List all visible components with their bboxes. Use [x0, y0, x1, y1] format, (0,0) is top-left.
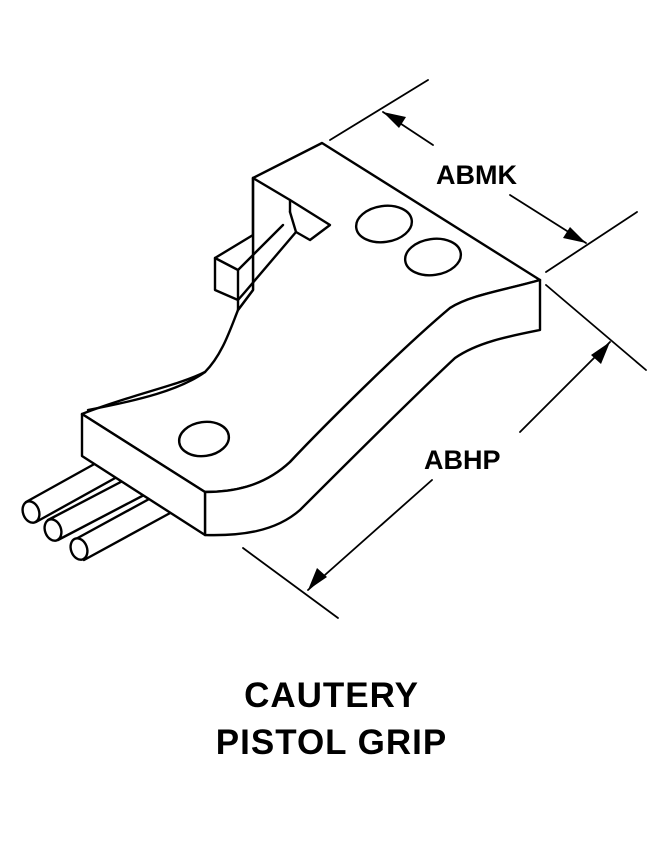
extension-line — [242, 547, 339, 619]
arrowhead — [308, 568, 327, 590]
dimension-label-abmk: ABMK — [434, 160, 519, 190]
grip-body — [80, 141, 542, 537]
dimension-line — [307, 479, 433, 591]
part-title: CAUTERY PISTOL GRIP — [0, 672, 663, 766]
dimension-abmk — [329, 79, 638, 273]
extension-line — [545, 284, 647, 371]
extension-line — [329, 79, 429, 141]
mounting-hole — [177, 420, 231, 458]
mounting-hole — [354, 204, 414, 244]
title-line-2: PISTOL GRIP — [215, 723, 448, 762]
dimension-abhp — [242, 284, 647, 619]
extension-line — [545, 211, 638, 273]
dimension-label-abhp: ABHP — [422, 445, 503, 475]
title-line-1: CAUTERY — [244, 676, 419, 715]
handle-end-face — [80, 412, 207, 537]
arrowhead — [383, 112, 406, 128]
arrowhead — [591, 342, 610, 364]
arrowhead — [563, 227, 586, 243]
rear-block — [213, 176, 255, 312]
mounting-hole — [403, 237, 463, 277]
